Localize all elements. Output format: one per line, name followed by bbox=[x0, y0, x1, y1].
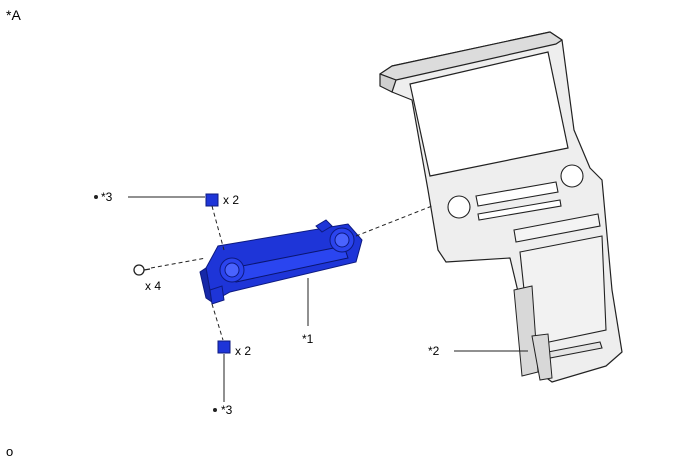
installation-lines bbox=[150, 205, 433, 341]
callout-part-3-upper: *3 bbox=[101, 190, 113, 204]
panel-bracket bbox=[513, 285, 553, 381]
qty-upper-clip: x 2 bbox=[223, 193, 240, 207]
callout-part-3-lower: *3 bbox=[221, 403, 233, 417]
panel-vents bbox=[447, 164, 607, 359]
upper-clip bbox=[205, 193, 219, 207]
callout-part-1: *1 bbox=[302, 332, 314, 346]
view-label: *A bbox=[6, 7, 21, 23]
qty-screws: x 4 bbox=[145, 279, 162, 293]
screen-opening bbox=[409, 51, 569, 177]
corner-mark: o bbox=[6, 444, 14, 459]
callout-part-2: *2 bbox=[428, 344, 440, 358]
leader-lines bbox=[128, 196, 528, 402]
qty-lower-clip: x 2 bbox=[235, 344, 252, 358]
lower-clip bbox=[217, 340, 231, 354]
bullet-upper bbox=[94, 195, 98, 199]
bullet-lower bbox=[213, 408, 217, 412]
ac-control-assembly bbox=[199, 219, 363, 305]
screw-icon bbox=[133, 264, 151, 276]
